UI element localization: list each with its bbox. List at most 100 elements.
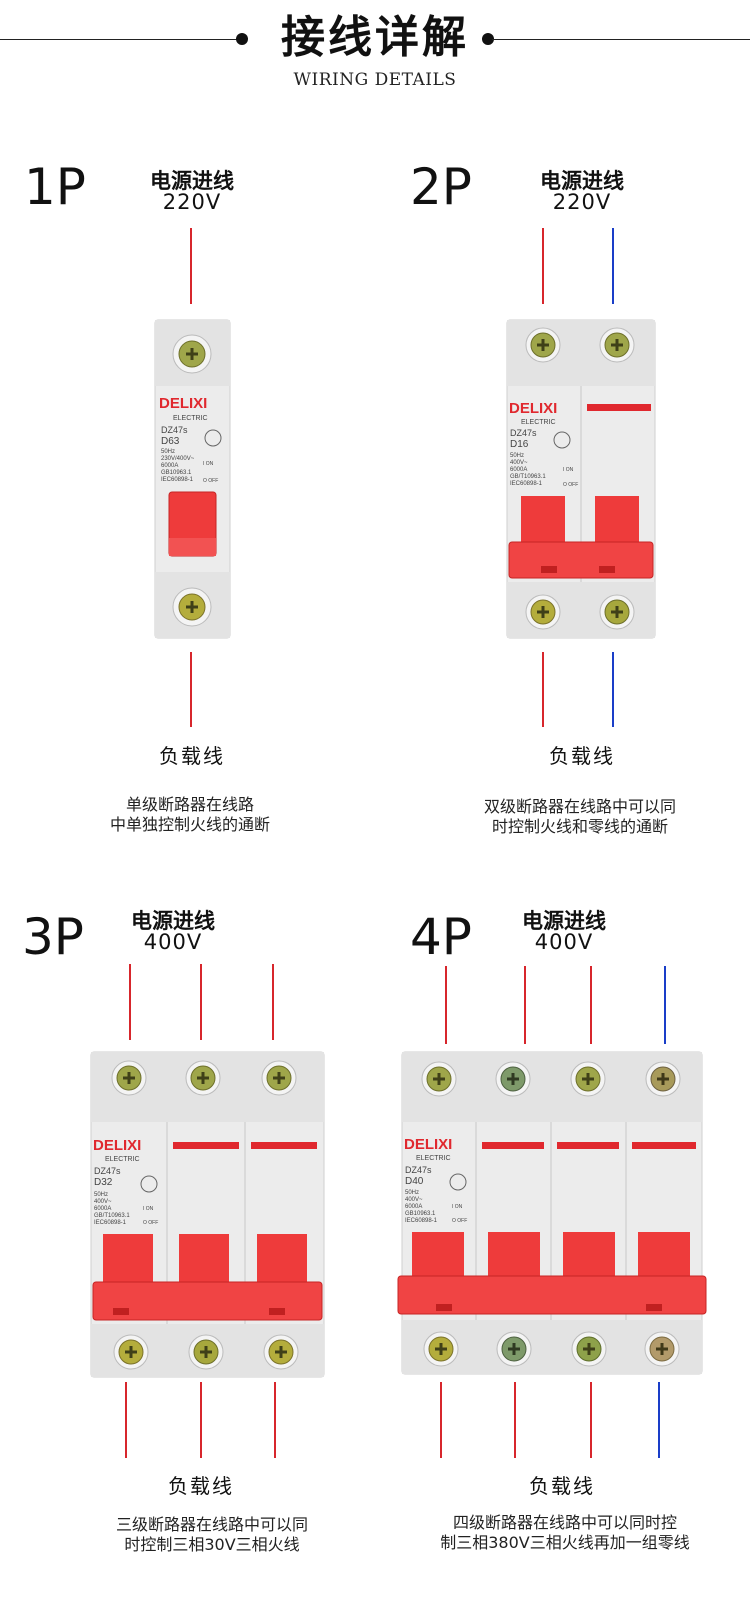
description: 三级断路器在线路中可以同 时控制三相30V三相火线 — [115, 1515, 308, 1554]
toggle-handle — [412, 1232, 464, 1280]
ccc-mark-icon — [140, 1175, 158, 1193]
output-wire-neutral — [612, 652, 614, 727]
svg-text:400V~: 400V~ — [94, 1199, 112, 1205]
svg-text:I ON: I ON — [563, 467, 574, 473]
source-voltage: 400V — [534, 930, 594, 954]
toggle-handle — [257, 1234, 307, 1284]
ccc-mark-icon — [204, 429, 222, 447]
model-text: DZ47s — [510, 428, 537, 438]
description: 单级断路器在线路 中单独控制火线的通断 — [109, 795, 270, 834]
source-title: 电源进线 — [150, 169, 234, 193]
toggle-handle — [179, 1234, 229, 1284]
input-wire-live — [129, 964, 131, 1040]
brand-logo: DELIXI — [93, 1137, 141, 1154]
rating-text: D32 — [94, 1177, 113, 1188]
source-title: 电源进线 — [131, 909, 215, 933]
svg-text:IEC60898-1: IEC60898-1 — [161, 477, 194, 483]
rating-text: D63 — [161, 436, 180, 447]
input-wire-live — [524, 966, 526, 1044]
input-wire-live — [590, 966, 592, 1044]
output-wire-live — [542, 652, 544, 727]
brand-logo: DELIXI — [159, 395, 207, 412]
brand-logo: DELIXI — [509, 400, 557, 417]
source-voltage: 220V — [552, 190, 612, 214]
pole-label: 1P — [24, 158, 86, 216]
page-title: 接线详解 — [281, 12, 469, 63]
svg-text:ELECTRIC: ELECTRIC — [416, 1155, 451, 1162]
svg-text:6000A: 6000A — [94, 1206, 111, 1212]
breaker-1p: DELIXI ELECTRIC DZ47s D63 50Hz 230V/400V… — [154, 319, 231, 639]
svg-text:I ON: I ON — [203, 461, 214, 467]
load-label: 负载线 — [159, 744, 225, 768]
output-wire-live — [440, 1382, 442, 1458]
output-wire-live — [190, 652, 192, 727]
svg-text:IEC60898-1: IEC60898-1 — [405, 1218, 438, 1224]
svg-text:ELECTRIC: ELECTRIC — [521, 419, 556, 426]
source-title: 电源进线 — [522, 909, 606, 933]
toggle-handle — [488, 1232, 540, 1280]
toggle-handle — [521, 496, 565, 546]
svg-text:50Hz: 50Hz — [405, 1190, 419, 1196]
svg-text:O OFF: O OFF — [452, 1218, 467, 1224]
svg-text:6000A: 6000A — [161, 463, 178, 469]
load-label: 负载线 — [529, 1474, 595, 1498]
source-voltage: 220V — [162, 190, 222, 214]
brand-logo: DELIXI — [404, 1136, 452, 1153]
output-wire-live — [125, 1382, 127, 1458]
model-text: DZ47s — [94, 1166, 121, 1176]
header-line-left — [0, 39, 240, 40]
input-wire-live — [190, 228, 192, 304]
breaker-4p: DELIXI ELECTRIC DZ47s D40 50Hz 400V~ 600… — [397, 1051, 707, 1375]
breaker-3p: DELIXI ELECTRIC DZ47s D32 50Hz 400V~ 600… — [90, 1051, 325, 1378]
pole-label: 3P — [22, 908, 84, 966]
output-wire-live — [274, 1382, 276, 1458]
svg-text:ELECTRIC: ELECTRIC — [105, 1156, 140, 1163]
svg-text:6000A: 6000A — [510, 467, 527, 473]
output-wire-live — [514, 1382, 516, 1458]
toggle-handle — [595, 496, 639, 546]
page-subtitle: WIRING DETAILS — [293, 70, 457, 90]
toggle-handle — [638, 1232, 690, 1280]
load-label: 负载线 — [549, 744, 615, 768]
svg-text:GB10963.1: GB10963.1 — [161, 470, 192, 476]
output-wire-live — [200, 1382, 202, 1458]
ccc-mark-icon — [553, 431, 571, 449]
svg-text:50Hz: 50Hz — [161, 449, 175, 455]
svg-text:O OFF: O OFF — [143, 1220, 158, 1226]
header-line-right — [492, 39, 750, 40]
input-wire-live — [445, 966, 447, 1044]
pole-label: 2P — [410, 158, 472, 216]
input-wire-live — [542, 228, 544, 304]
pole-label: 4P — [410, 908, 472, 966]
breaker-2p: DELIXI ELECTRIC DZ47s D16 50Hz 400V~ 600… — [506, 319, 656, 639]
input-wire-live — [272, 964, 274, 1040]
svg-text:400V~: 400V~ — [510, 460, 528, 466]
ccc-mark-icon — [449, 1173, 467, 1191]
model-text: DZ47s — [161, 425, 188, 435]
svg-text:GB/T10963.1: GB/T10963.1 — [510, 474, 546, 480]
svg-text:I ON: I ON — [143, 1206, 154, 1212]
model-text: DZ47s — [405, 1165, 432, 1175]
svg-text:IEC60898-1: IEC60898-1 — [510, 481, 543, 487]
svg-text:IEC60898-1: IEC60898-1 — [94, 1220, 127, 1226]
header-dot-left — [236, 33, 248, 45]
input-wire-live — [200, 964, 202, 1040]
tie-bar — [397, 1275, 707, 1315]
description: 双级断路器在线路中可以同 时控制火线和零线的通断 — [483, 797, 676, 836]
svg-text:50Hz: 50Hz — [94, 1192, 108, 1198]
output-wire-neutral — [658, 1382, 660, 1458]
svg-text:I ON: I ON — [452, 1204, 463, 1210]
description: 四级断路器在线路中可以同时控 制三相380V三相火线再加一组零线 — [440, 1513, 690, 1552]
input-wire-neutral — [612, 228, 614, 304]
svg-text:O OFF: O OFF — [563, 482, 578, 488]
svg-text:50Hz: 50Hz — [510, 453, 524, 459]
toggle-handle — [103, 1234, 153, 1284]
tie-bar — [508, 541, 654, 579]
svg-text:GB10963.1: GB10963.1 — [405, 1211, 436, 1217]
load-label: 负载线 — [168, 1474, 234, 1498]
input-wire-neutral — [664, 966, 666, 1044]
toggle-handle — [563, 1232, 615, 1280]
output-wire-live — [590, 1382, 592, 1458]
source-title: 电源进线 — [540, 169, 624, 193]
header-dot-right — [482, 33, 494, 45]
